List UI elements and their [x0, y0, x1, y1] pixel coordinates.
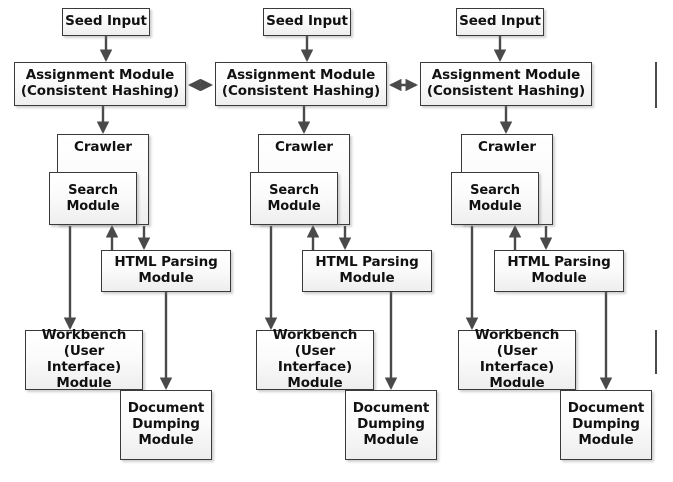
assignment-module-node-3[interactable]: Assignment Module (Consistent Hashing): [420, 62, 592, 106]
workbench-module-node-2[interactable]: Workbench (User Interface) Module: [256, 327, 374, 391]
assignment-module-node-2[interactable]: Assignment Module (Consistent Hashing): [215, 62, 387, 106]
search-module-node-3[interactable]: Search Module: [451, 172, 539, 225]
workbench-module-node-1[interactable]: Workbench (User Interface) Module: [25, 327, 143, 391]
assignment-module-node-1[interactable]: Assignment Module (Consistent Hashing): [14, 62, 186, 106]
cropped-edge-fragment-bottom: [655, 330, 657, 374]
seed-input-node-2[interactable]: Seed Input: [263, 8, 351, 36]
document-dumping-module-node-2[interactable]: Document Dumping Module: [345, 390, 437, 460]
search-module-node-2[interactable]: Search Module: [250, 172, 338, 225]
html-parsing-module-node-1[interactable]: HTML Parsing Module: [101, 250, 231, 292]
seed-input-node-1[interactable]: Seed Input: [62, 8, 150, 36]
document-dumping-module-node-3[interactable]: Document Dumping Module: [560, 390, 652, 460]
document-dumping-module-node-1[interactable]: Document Dumping Module: [120, 390, 212, 460]
cropped-edge-fragment-top: [655, 62, 657, 108]
search-module-node-1[interactable]: Search Module: [49, 172, 137, 225]
seed-input-node-3[interactable]: Seed Input: [456, 8, 544, 36]
workbench-module-node-3[interactable]: Workbench (User Interface) Module: [458, 327, 576, 391]
html-parsing-module-node-3[interactable]: HTML Parsing Module: [494, 250, 624, 292]
html-parsing-module-node-2[interactable]: HTML Parsing Module: [302, 250, 432, 292]
